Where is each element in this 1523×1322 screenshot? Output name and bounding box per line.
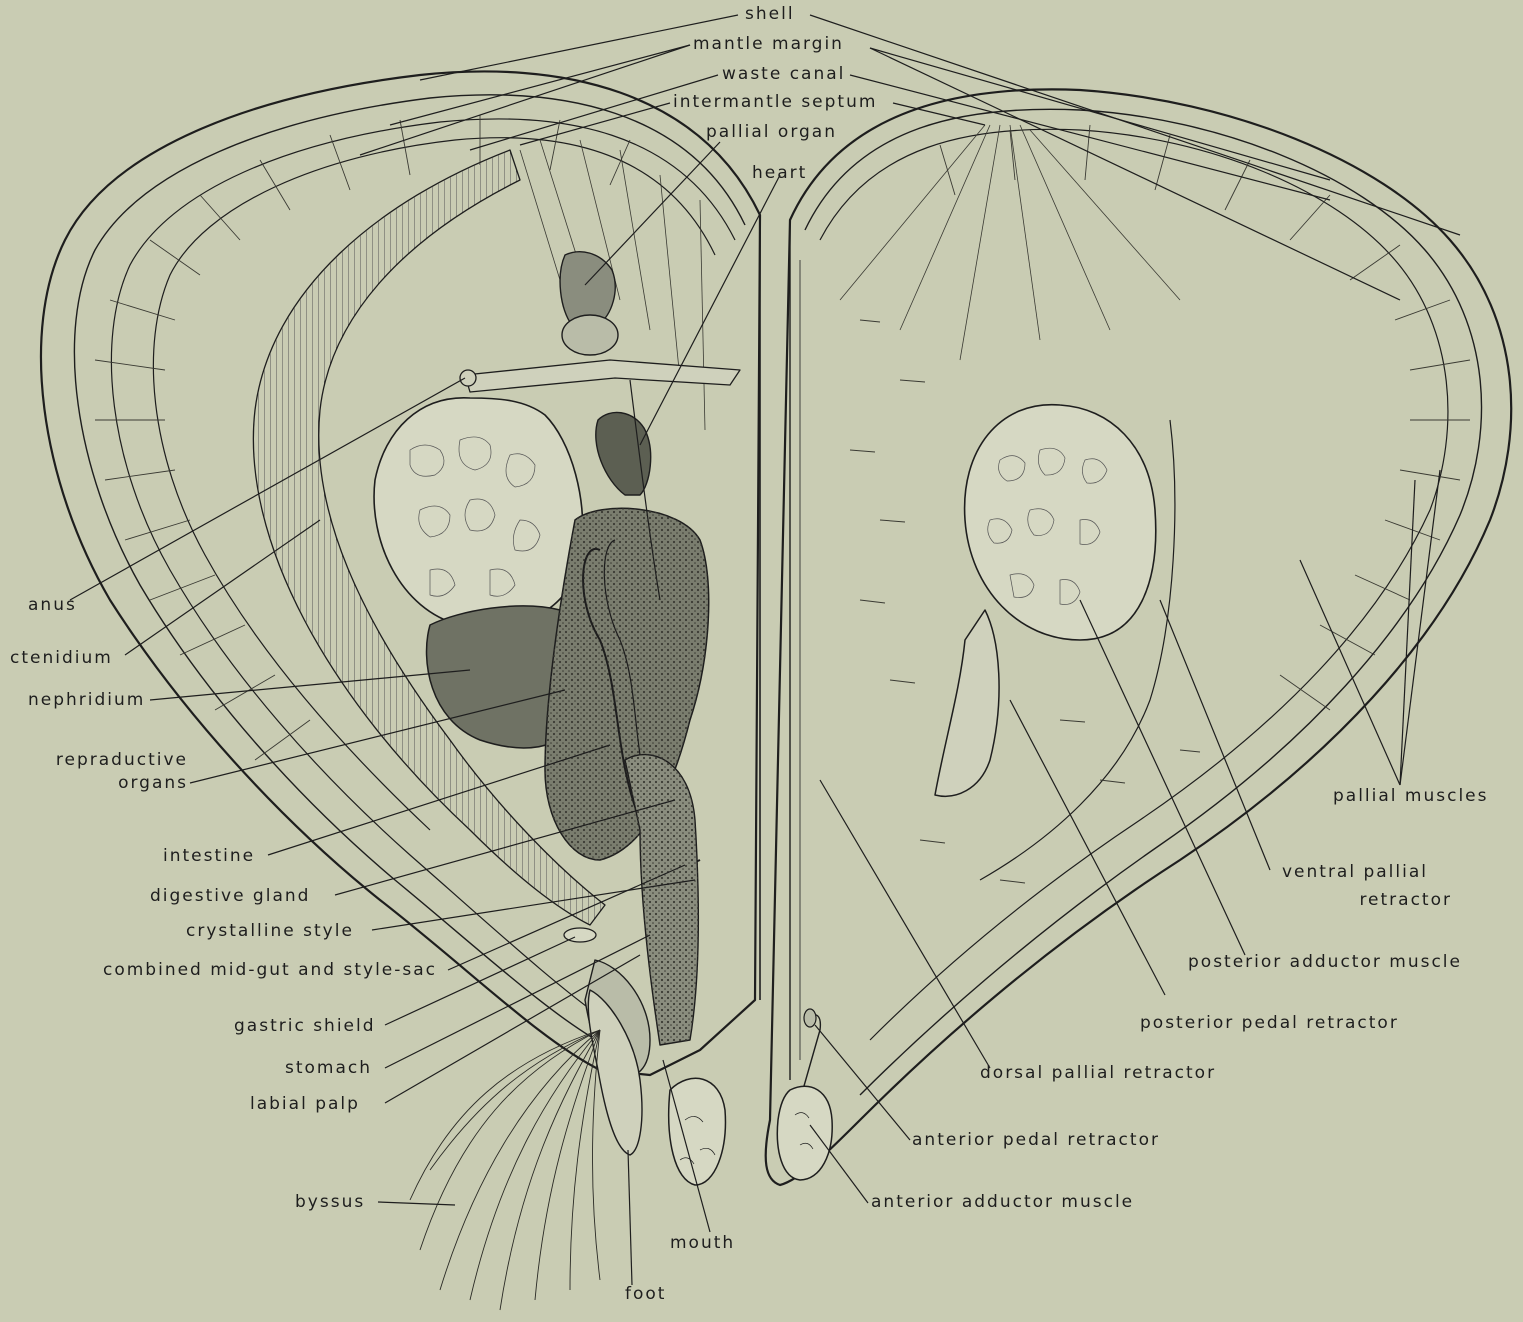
label-mouth: mouth — [670, 1233, 735, 1253]
label-anterior-pedal-retractor: anterior pedal retractor — [912, 1130, 1160, 1150]
label-stomach: stomach — [285, 1058, 372, 1078]
label-anterior-adductor-muscle: anterior adductor muscle — [871, 1192, 1134, 1212]
label-anus: anus — [28, 595, 77, 615]
label-reproductive-organs-line1: repraductive — [40, 750, 188, 770]
label-gastric-shield: gastric shield — [234, 1016, 376, 1036]
posterior-pedal-retractor-shape — [935, 610, 999, 796]
heart-shape — [596, 412, 651, 495]
label-combined-midgut: combined mid-gut and style-sac — [103, 960, 437, 980]
label-foot: foot — [625, 1284, 666, 1304]
right-shell-outline — [766, 89, 1512, 1185]
label-byssus: byssus — [295, 1192, 365, 1212]
right-valve — [766, 89, 1512, 1185]
label-posterior-pedal-retractor: posterior pedal retractor — [1140, 1013, 1399, 1033]
label-ventral-pallial-retractor-line1: ventral pallial — [1240, 862, 1428, 882]
label-intestine: intestine — [163, 846, 255, 866]
digestive-gland-shape — [374, 398, 583, 627]
label-crystalline-style: crystalline style — [186, 921, 354, 941]
label-posterior-adductor-muscle: posterior adductor muscle — [1188, 952, 1462, 972]
label-shell: shell — [745, 4, 795, 24]
label-ctenidium: ctenidium — [10, 648, 113, 668]
label-ventral-pallial-retractor-line2: retractor — [1240, 890, 1452, 910]
label-pallial-muscles: pallial muscles — [1333, 786, 1489, 806]
label-waste-canal: waste canal — [722, 64, 845, 84]
label-pallial-organ: pallial organ — [706, 122, 837, 142]
label-mantle-margin: mantle margin — [693, 34, 844, 54]
label-reproductive-organs-line2: organs — [40, 773, 188, 793]
left-valve — [41, 71, 760, 1310]
label-digestive-gland: digestive gland — [150, 886, 310, 906]
label-intermantle-septum: intermantle septum — [673, 92, 877, 112]
label-heart: heart — [752, 163, 807, 183]
label-labial-palp: labial palp — [250, 1094, 360, 1114]
label-dorsal-pallial-retractor: dorsal pallial retractor — [980, 1063, 1216, 1083]
posterior-adductor-shape — [965, 405, 1156, 640]
pallial-organ-shape — [560, 252, 615, 325]
label-nephridium: nephridium — [28, 690, 145, 710]
